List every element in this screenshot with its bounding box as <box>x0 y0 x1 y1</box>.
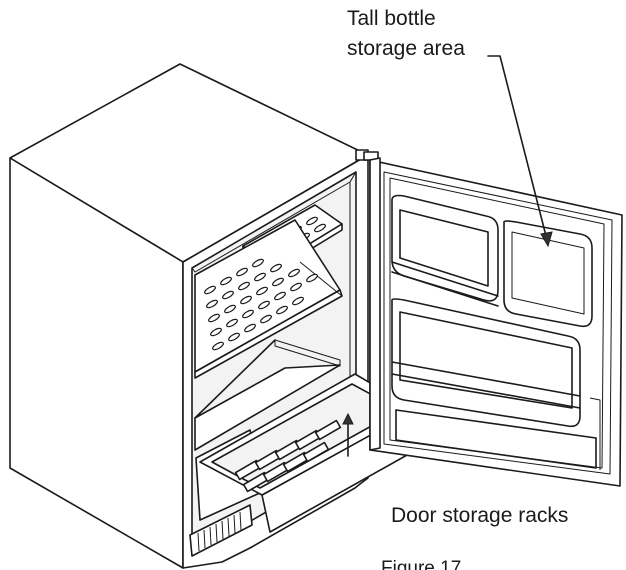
shelf-middle <box>194 219 343 379</box>
leader-tall-bottle <box>487 55 553 248</box>
crisper-cover <box>194 339 341 451</box>
door <box>369 157 623 487</box>
figure-caption: Figure 17 <box>381 558 462 570</box>
vent-grille <box>189 504 253 557</box>
crisper-drawer <box>195 373 417 533</box>
label-tall-bottle-line2: storage area <box>347 37 465 60</box>
label-door-storage-racks: Door storage racks <box>391 504 569 527</box>
label-tall-bottle-line1: Tall bottle <box>347 7 436 30</box>
